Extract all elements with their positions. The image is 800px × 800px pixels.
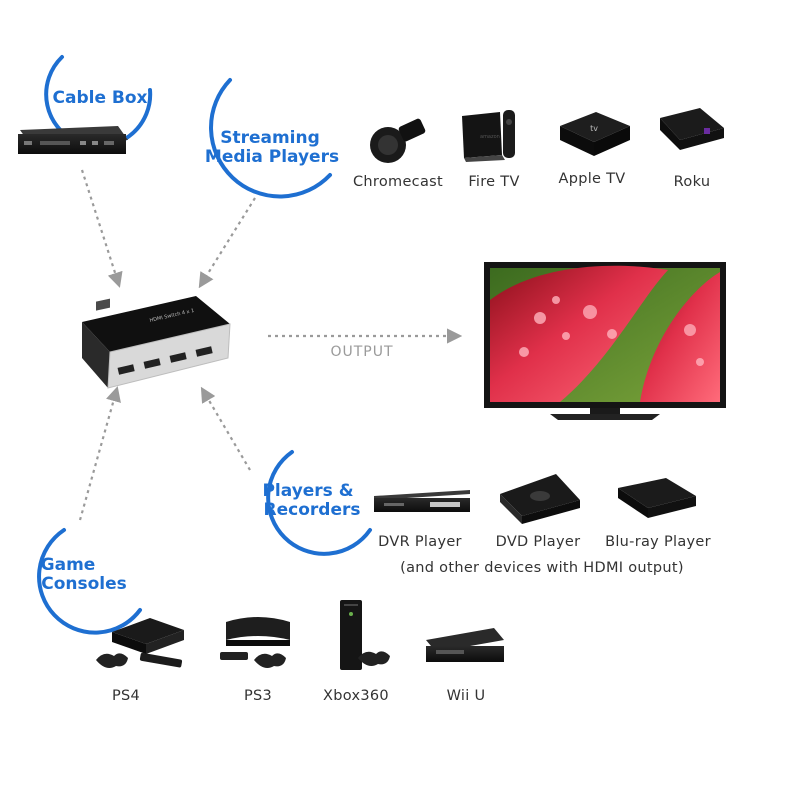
players-note: (and other devices with HDMI output) (400, 560, 684, 576)
ps3-icon (220, 617, 290, 668)
dvr-player-icon (374, 490, 470, 512)
roku-icon (660, 108, 724, 150)
dvd-player-icon (500, 474, 580, 524)
streaming-badge: Streaming Media Players (205, 78, 339, 199)
cable-box-arrow (80, 169, 123, 288)
streaming-label-line1: Streaming (220, 128, 320, 148)
players-badge: Players & Recorders (262, 450, 372, 556)
fire-tv-icon: amazon (462, 110, 515, 162)
apple-tv-logo: tv (590, 124, 598, 133)
game-arrow (78, 386, 121, 521)
game-label-line2: Consoles (41, 574, 127, 594)
blu-ray-player-icon (618, 478, 696, 518)
players-label-line1: Players & (262, 481, 353, 501)
streaming-label-line2: Media Players (205, 147, 339, 167)
output-label: OUTPUT (330, 344, 393, 360)
ps3-label: PS3 (244, 688, 272, 704)
chromecast-icon (370, 118, 426, 163)
xbox360-icon (340, 600, 390, 670)
roku-label: Roku (674, 174, 711, 190)
apple-tv-icon: tv (560, 112, 630, 156)
chromecast-label: Chromecast (353, 174, 443, 190)
hdmi-switch-icon: HDMI Switch 4 x 1 (82, 296, 231, 389)
ps4-label: PS4 (112, 688, 140, 704)
xbox360-label: Xbox360 (323, 688, 389, 704)
dvr-player-label: DVR Player (378, 534, 462, 550)
cable-box-label: Cable Box (53, 88, 148, 108)
wii-u-label: Wii U (447, 688, 486, 704)
ps4-icon (96, 618, 184, 668)
apple-tv-label: Apple TV (558, 171, 625, 187)
tv-icon (484, 262, 726, 420)
players-label-line2: Recorders (264, 500, 361, 520)
dvd-player-label: DVD Player (496, 534, 581, 550)
blu-ray-player-label: Blu-ray Player (605, 534, 711, 550)
fire-tv-label: Fire TV (468, 174, 519, 190)
game-label-line1: Game (41, 555, 96, 575)
wii-u-icon (426, 628, 504, 662)
game-badge: Game Consoles (37, 528, 142, 635)
svg-text:amazon: amazon (480, 134, 500, 140)
streaming-arrow (198, 197, 256, 289)
cable-box-device-icon (18, 126, 128, 154)
players-arrow (200, 386, 251, 471)
